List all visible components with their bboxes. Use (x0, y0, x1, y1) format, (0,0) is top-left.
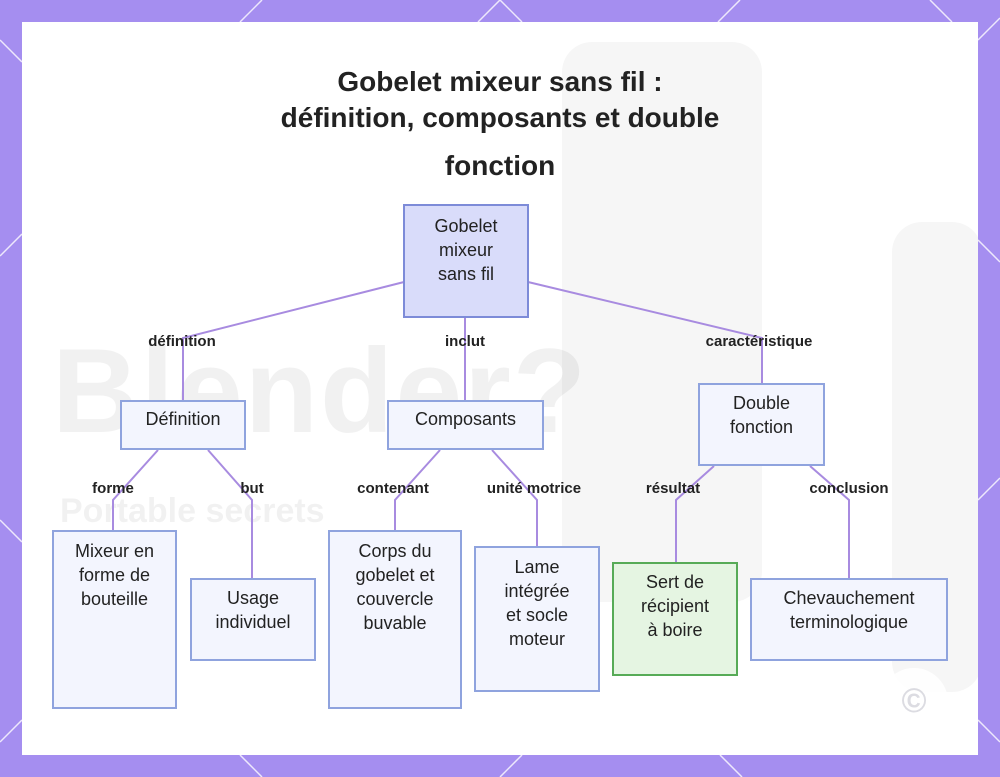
node-lame-line-4: moteur (508, 629, 566, 649)
node-mixeur-line-1: Mixeur en (74, 541, 155, 561)
title-line-2: définition, composants et double (280, 102, 720, 133)
node-sert-recipient: Sert de récipient à boire (612, 562, 738, 676)
node-chevauchement-terminologique: Chevauchement terminologique (750, 578, 948, 661)
node-root-line-1: Gobelet (434, 216, 498, 236)
node-sert-line-2: récipient (640, 596, 710, 616)
node-lame-line-2: intégrée (504, 581, 570, 601)
node-double-fonction: Double fonction (698, 383, 825, 466)
node-usage-individuel: Usage individuel (190, 578, 316, 661)
edge-composants-corps (394, 449, 441, 530)
edge-definition-usage (207, 449, 253, 578)
edge-label-conclusion: conclusion (809, 480, 889, 497)
diagram-title: Gobelet mixeur sans fil : définition, co… (0, 62, 1000, 186)
edge-double-conclusion (809, 465, 850, 578)
node-lame-socle: Lame intégrée et socle moteur (474, 546, 600, 692)
title-line-1: Gobelet mixeur sans fil : (337, 66, 663, 97)
node-corps-line-4: buvable (363, 613, 427, 633)
node-mixeur-line-3: bouteille (80, 589, 149, 609)
node-lame-line-3: et socle (505, 605, 569, 625)
edge-root-double-fonction (527, 281, 763, 383)
edge-definition-mixeur (112, 449, 159, 530)
node-corps-line-3: couvercle (356, 589, 434, 609)
node-double-fonction-line-1: Double (732, 393, 791, 413)
edge-label-inclut: inclut (445, 333, 485, 350)
brand-logo-icon: © (880, 668, 948, 736)
node-corps-line-2: gobelet et (355, 565, 435, 585)
edge-root-definition (182, 281, 405, 400)
node-mixeur-line-2: forme de (78, 565, 151, 585)
node-definition-line-1: Définition (145, 409, 221, 429)
node-usage-line-2: individuel (215, 612, 291, 632)
node-definition: Définition (120, 400, 246, 450)
edge-label-unite-motrice: unité motrice (486, 480, 582, 497)
node-usage-line-1: Usage (226, 588, 280, 608)
node-lame-line-1: Lame (514, 557, 560, 577)
edge-composants-lame (491, 449, 538, 546)
title-line-3: fonction (444, 150, 556, 181)
edge-double-resultat (675, 465, 715, 562)
node-composants: Composants (387, 400, 544, 450)
node-composants-line-1: Composants (414, 409, 517, 429)
edge-label-contenant: contenant (357, 480, 429, 497)
node-root-line-3: sans fil (437, 264, 495, 284)
node-gobelet-mixeur: Gobelet mixeur sans fil (403, 204, 529, 318)
edge-label-caracteristique: caractéristique (705, 333, 813, 350)
node-sert-line-1: Sert de (645, 572, 705, 592)
watermark-subtext: Portable secrets (60, 492, 325, 530)
edge-label-definition: définition (148, 333, 216, 350)
node-corps-line-1: Corps du (358, 541, 432, 561)
node-root-line-2: mixeur (438, 240, 493, 260)
node-chevauchement-line-1: Chevauchement (783, 588, 915, 608)
edge-label-forme: forme (92, 480, 134, 497)
edge-label-but: but (240, 480, 264, 497)
node-sert-line-3: à boire (647, 620, 703, 640)
node-corps-gobelet: Corps du gobelet et couvercle buvable (328, 530, 462, 709)
edge-label-resultat: résultat (645, 480, 701, 497)
node-mixeur-forme-bouteille: Mixeur en forme de bouteille (52, 530, 177, 709)
node-double-fonction-line-2: fonction (729, 417, 794, 437)
node-chevauchement-line-2: terminologique (789, 612, 909, 632)
